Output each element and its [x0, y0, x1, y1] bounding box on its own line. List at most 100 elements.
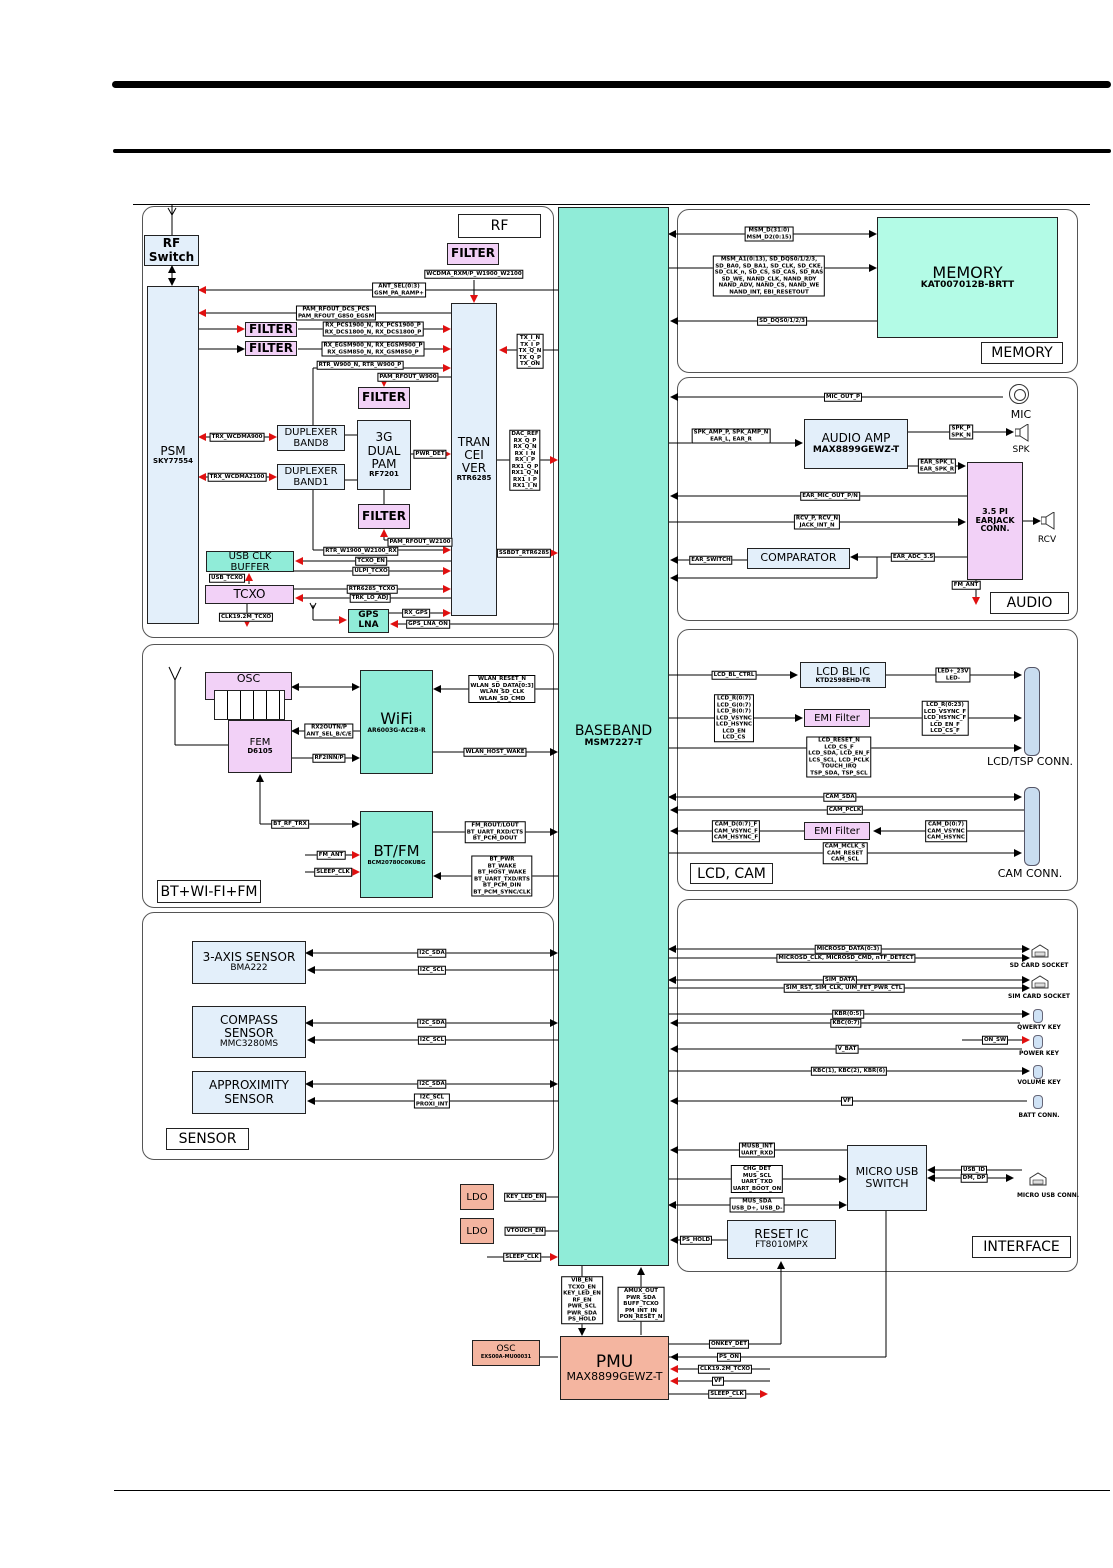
signal-sd-dqs: SD_DQS0/1/2/3: [757, 316, 807, 326]
signal-tcxo-en: TCXO_EN: [355, 556, 387, 566]
signal-rcv: RCV_P, RCV_N JACK_INT_N: [793, 514, 841, 530]
section-label-lcdcam: LCD, CAM: [690, 863, 773, 884]
signal-rx2out: RX2OUTN/P ANT_SEL_B/C/E: [304, 723, 354, 739]
audio-amp-name: AUDIO AMP: [821, 431, 891, 446]
signal-spk-pn: SPK_P SPK_N: [949, 424, 973, 440]
earjack-label: 3.5 PI EARJACK CONN.: [975, 506, 1015, 534]
ldo-key-led: LDO: [460, 1184, 494, 1210]
signal-ps-on: PS_ON: [716, 1352, 742, 1362]
ldo-label: LDO: [466, 1191, 488, 1203]
signal-i2c-scl-prox: I2C_SCL PROXI_INT: [413, 1093, 451, 1109]
diagram-top-rule: [133, 204, 1090, 205]
rcv-caption: RCV: [1037, 535, 1057, 545]
sim-card-socket-icon: [1031, 975, 1049, 989]
footer-rule: [114, 1490, 1110, 1491]
power-caption: POWER KEY: [1018, 1050, 1060, 1057]
signal-rf2inn: RF2INN/P: [312, 753, 346, 763]
signal-vf-pmu: VF: [711, 1376, 725, 1386]
filter-egsm: FILTER: [245, 341, 297, 356]
signal-rx-egsm: RX_EGSM900_N, RX_EGSM900_P RX_GSM850_N, …: [321, 341, 425, 357]
pmu-name: PMU: [595, 1351, 634, 1372]
signal-pam-rfout-w2100: PAM_RFOUT_W2100: [387, 537, 453, 547]
signal-msm-addr: MSM_A1(0:13), SD_DQS0/1/2/3, SD_BA0, SD_…: [712, 255, 826, 297]
signal-wlan-ctrl: WLAN_RESET_N WLAN_SD_DATA[0:3] WLAN_SD_C…: [468, 675, 536, 703]
signal-bt-ctrl: BT_PWR BT_WAKE BT_HOST_WAKE BT_UART_TXD/…: [471, 855, 533, 897]
signal-fm-ant-audio: FM_ANT: [951, 580, 981, 590]
signal-wlan-wake: WLAN_HOST_WAKE: [463, 747, 527, 757]
signal-rtr-w900: RTR_W900_N, RTR_W900_P: [316, 360, 404, 370]
signal-rx-bus: DAC_REF RX_Q_P RX_Q_N RX_I_N RX_I_P RX1_…: [509, 429, 541, 491]
signal-cam-f: CAM_D(0:7)_F CAM_VSYNC_F CAM_HSYNC_F: [711, 820, 761, 842]
fem-name: FEM: [249, 737, 271, 749]
signal-pam-rfout-dcs: PAM_RFOUT_DCS_PCS PAM_RFOUT_G850_EGSM: [295, 305, 377, 321]
emi-filter-label: EMI Filter: [814, 712, 860, 724]
comparator-label: COMPARATOR: [760, 551, 837, 565]
rf-switch-label: RF Switch: [148, 236, 195, 264]
lcd-bl-part: KTD2598EHD-TR: [815, 676, 871, 684]
reset-ic-part: FT8010MPX: [755, 1240, 808, 1251]
header-rule-bottom: [113, 149, 1111, 153]
signal-mus-sda: MUS_SDA USB_D+, USB_D-: [729, 1197, 785, 1213]
memory-part: KAT007012B-BRTT: [920, 280, 1015, 291]
antenna-icon: [167, 207, 317, 682]
qwerty-key-icon: [1033, 1009, 1043, 1023]
emi-filter-lcd: EMI Filter: [804, 709, 870, 727]
signal-trk-lo-adj: TRK_LO_ADJ: [349, 593, 391, 603]
signal-clk-pmu: CLK19.2M_TCXO: [697, 1364, 753, 1374]
cam-connector-icon: [1024, 787, 1040, 866]
signal-key-led: KEY_LED_EN: [504, 1192, 546, 1202]
pmu-part: MAX8899GEWZ-T: [566, 1370, 663, 1384]
filter-label: FILTER: [249, 321, 293, 336]
signal-vtouch: VTOUCH_EN: [504, 1226, 546, 1236]
signal-msm-data: MSM_D(31:0) MSM_D2(0:15): [744, 226, 794, 242]
micro-usb-conn-icon: [1029, 1172, 1047, 1186]
signal-kbr: KBR(0:5): [832, 1009, 864, 1019]
compass-name: COMPASS SENSOR: [219, 1012, 279, 1041]
filter-top: FILTER: [447, 243, 499, 265]
section-label-audio: AUDIO: [990, 592, 1069, 614]
duplexer-band8: DUPLEXER BAND8: [277, 425, 345, 451]
reset-ic-name: RESET IC: [754, 1226, 809, 1241]
header-rule-top: [112, 81, 1111, 88]
section-label-sensor: SENSOR: [166, 1128, 249, 1150]
mic-caption: MIC: [1010, 408, 1032, 421]
signal-musb-int: MUSB_INT UART_RXD: [738, 1142, 776, 1158]
signal-dm-dp: DM, DP: [960, 1173, 988, 1183]
tcxo-label: TCXO: [233, 586, 266, 601]
three-axis-name: 3-AXIS SENSOR: [202, 949, 296, 964]
ldo-vtouch: LDO: [460, 1218, 494, 1244]
signal-sd-clk: MICROSD_CLK, MICROSD_CMD, nTF_DETECT: [776, 953, 916, 963]
signal-lcd-f: LCD_R(0:23) LCD_VSYNC_F LCD_HSYNC_F LCD_…: [921, 700, 969, 736]
tcxo-block: TCXO: [205, 585, 294, 604]
signal-clk-tcxo: CLK19.2M_TCXO: [218, 612, 274, 622]
signal-vf: VF: [840, 1096, 854, 1106]
pam-name: 3G DUAL PAM: [367, 430, 401, 471]
duplexer-band1-label: DUPLEXER BAND1: [284, 466, 338, 488]
duplexer-band8-label: DUPLEXER BAND8: [284, 427, 338, 449]
gps-lna: GPS LNA: [348, 609, 389, 633]
signal-pam-rfout-w900: PAM_RFOUT_W900: [377, 372, 439, 382]
signal-cam-mclk: CAM_MCLK_S CAM_RESET CAM_SCL: [822, 842, 868, 864]
duplexer-band1: DUPLEXER BAND1: [277, 464, 345, 490]
section-label-rf: RF: [458, 214, 541, 238]
baseband-name: BASEBAND: [574, 722, 653, 739]
three-axis-part: BMA222: [230, 963, 268, 974]
signal-spk-amp: SPK_AMP_P, SPK_AMP_N EAR_L, EAR_R: [691, 428, 771, 444]
signal-cam-d: CAM_D(0:7) CAM_VSYNC CAM_HSYNC: [925, 820, 967, 842]
transceiver-name: TRAN CEI VER: [457, 434, 491, 476]
signal-on-sw: ON_SW: [981, 1035, 1009, 1045]
filter-w900: FILTER: [358, 387, 410, 409]
signal-gps-lna-on: GPS_LNA_ON: [406, 619, 450, 629]
wifi-part: AR6003G-AC2B-R: [367, 726, 426, 734]
